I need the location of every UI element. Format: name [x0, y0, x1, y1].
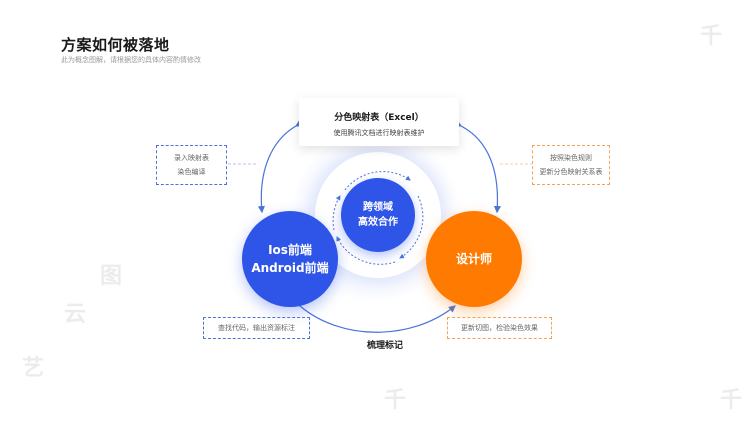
note-top-right: 按照染色规则 更新分色映射关系表	[532, 145, 610, 185]
note-top-left: 录入映射表 染色编译	[156, 145, 227, 185]
left-node-frontend: Ios前端 Android前端	[242, 211, 338, 307]
bottom-arc-label: 梳理标记	[366, 341, 403, 351]
page-subtitle: 此为概念图解，请根据您的具体内容酌情修改	[61, 56, 201, 64]
top-node-excel: 分色映射表（Excel） 使用腾讯文档进行映射表维护	[299, 98, 459, 146]
note-bottom-right: 更新切图，检验染色效果	[447, 317, 552, 339]
right-node-label: 设计师	[455, 252, 492, 266]
note-top-left-line2: 染色编译	[177, 168, 206, 176]
note-top-right-line2: 更新分色映射关系表	[539, 168, 603, 176]
note-bottom-right-line1: 更新切图，检验染色效果	[461, 324, 538, 332]
watermark-glyph: 图	[100, 264, 123, 289]
note-bottom-left-line1: 查找代码，输出资源标注	[218, 324, 295, 332]
left-node-line1: Ios前端	[268, 243, 312, 257]
watermark-glyph: 云	[64, 302, 87, 327]
arrow-left-to-right	[293, 299, 456, 333]
center-node-line1: 跨领域	[363, 202, 393, 213]
watermark-glyph: 艺	[22, 356, 45, 381]
watermark-glyph: 千	[700, 24, 723, 49]
watermark-glyph: 千	[384, 388, 407, 413]
top-node-subtitle: 使用腾讯文档进行映射表维护	[333, 129, 425, 137]
arrow-top-to-right	[454, 120, 502, 214]
page-title: 方案如何被落地	[61, 36, 170, 54]
right-node-designer: 设计师	[426, 211, 522, 307]
left-node-line2: Android前端	[251, 261, 329, 275]
center-node: 跨领域 高效合作	[341, 178, 415, 252]
top-node-title: 分色映射表（Excel）	[334, 113, 424, 123]
note-bottom-left: 查找代码，输出资源标注	[203, 317, 310, 339]
note-top-left-line1: 录入映射表	[174, 154, 209, 162]
watermark-glyph: 千	[720, 388, 743, 413]
arrow-top-to-left	[257, 119, 303, 214]
center-node-line2: 高效合作	[358, 217, 398, 228]
note-top-right-line1: 按照染色规则	[550, 154, 592, 162]
